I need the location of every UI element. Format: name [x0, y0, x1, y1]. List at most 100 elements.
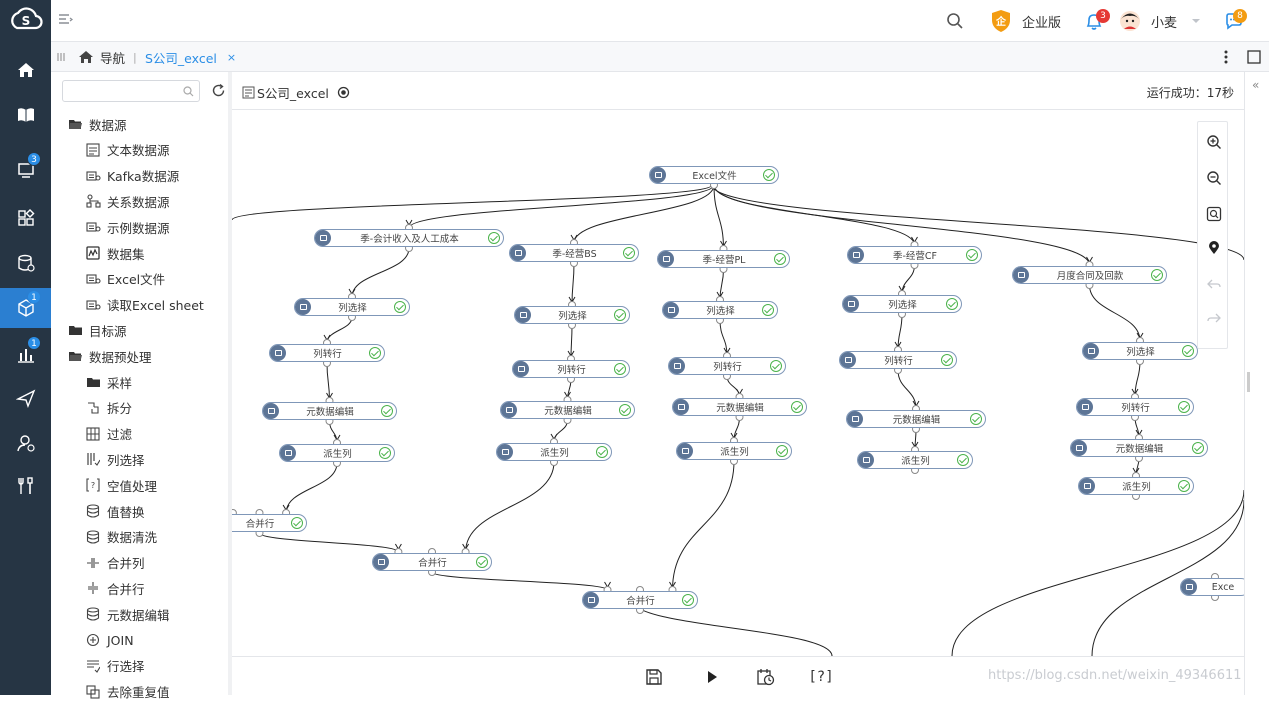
flow-node-bsm[interactable]: 元数据编辑 [500, 401, 635, 419]
flow-node-bst[interactable]: 列转行 [512, 360, 630, 378]
panel-resize-handle[interactable] [1247, 372, 1250, 392]
flow-settings-icon[interactable] [337, 86, 350, 99]
flow-node-mom[interactable]: 元数据编辑 [1070, 439, 1208, 457]
book-icon[interactable] [0, 95, 51, 135]
flow-node-cfc[interactable]: 列选择 [842, 295, 962, 313]
flow-edge-offscreen[interactable] [951, 489, 1244, 656]
flow-node-k1m[interactable]: 元数据编辑 [262, 402, 397, 420]
flow-node-mod[interactable]: 派生列 [1078, 477, 1194, 495]
tree-item[interactable]: 元数据编辑 [85, 604, 170, 624]
flow-edge[interactable] [901, 264, 915, 295]
flow-node-plt[interactable]: 列转行 [668, 357, 786, 375]
tree-item[interactable]: 拆分 [85, 398, 132, 418]
flow-node-exc2[interactable]: Exce [1180, 578, 1244, 596]
tree-item[interactable]: 过滤 [85, 424, 132, 444]
tree-item[interactable]: Excel文件 [85, 269, 165, 289]
flow-node-bs[interactable]: 季-经营BS [509, 244, 639, 262]
help-button[interactable]: [?] [808, 669, 834, 685]
flow-edge[interactable] [671, 460, 735, 591]
flow-edge-offscreen[interactable] [1091, 499, 1244, 656]
tree-item[interactable]: 列选择 [85, 449, 145, 469]
drag-handle-icon[interactable] [56, 42, 66, 72]
nav-home-tab[interactable]: 导航 [78, 42, 125, 72]
more-options-icon[interactable] [1224, 42, 1228, 72]
send-icon[interactable] [0, 378, 51, 418]
edition-switch[interactable]: 企 企业版 [990, 0, 1061, 42]
schedule-icon[interactable] [754, 665, 778, 689]
flow-node-k1[interactable]: 季-会计收入及人工成本 [314, 229, 504, 247]
tree-item[interactable]: 数据集 [85, 243, 145, 263]
tree-item[interactable]: ?空值处理 [85, 475, 157, 495]
flow-node-cfd[interactable]: 派生列 [857, 451, 973, 469]
tab-s-company-excel[interactable]: S公司_excel × [145, 42, 236, 72]
flow-edge[interactable] [465, 461, 555, 553]
save-icon[interactable] [642, 665, 666, 689]
tree-item[interactable]: 值替换 [85, 501, 145, 521]
flow-edge[interactable] [1089, 284, 1141, 342]
user-menu[interactable]: 小麦 [1119, 0, 1201, 42]
flow-node-pld[interactable]: 派生列 [676, 442, 792, 460]
flow-node-mrg1[interactable]: 合并行 [232, 514, 307, 532]
flow-node-moc[interactable]: 列选择 [1082, 342, 1198, 360]
flow-edge[interactable] [1134, 360, 1141, 398]
flow-node-mrg2[interactable]: 合并行 [372, 553, 492, 571]
tree-item[interactable]: 数据预处理 [67, 346, 152, 366]
flow-node-k1c[interactable]: 列选择 [294, 298, 410, 316]
notification-button[interactable] [1084, 0, 1104, 42]
flow-edge[interactable] [351, 247, 410, 298]
locate-pin-icon[interactable] [1198, 230, 1229, 266]
flow-node-cfm[interactable]: 元数据编辑 [846, 410, 986, 428]
apps-grid-icon[interactable] [0, 198, 51, 238]
flow-node-bsd[interactable]: 派生列 [496, 443, 612, 461]
flow-node-bsc[interactable]: 列选择 [514, 306, 630, 324]
flow-edge[interactable] [326, 362, 330, 402]
collapse-right-icon[interactable]: « [1252, 78, 1260, 92]
run-icon[interactable] [700, 665, 724, 689]
sidebar-scrollbar[interactable] [228, 72, 232, 695]
flow-edge[interactable] [431, 571, 609, 591]
zoom-out-icon[interactable] [1198, 160, 1229, 196]
search-input[interactable] [67, 81, 177, 101]
tree-item[interactable]: 读取Excel sheet [85, 295, 204, 315]
flow-node-excel[interactable]: Excel文件 [649, 166, 779, 184]
fit-view-icon[interactable] [1198, 196, 1229, 232]
tree-item[interactable]: 数据源 [67, 114, 127, 134]
cube-icon[interactable]: 1 [0, 288, 51, 328]
tree-item[interactable]: 合并列 [85, 553, 145, 573]
monitor-icon[interactable]: 3 [0, 150, 51, 190]
flow-node-cft[interactable]: 列转行 [839, 351, 957, 369]
tree-item[interactable]: JOIN [85, 630, 134, 650]
flow-node-k1t[interactable]: 列转行 [269, 344, 385, 362]
maximize-icon[interactable] [1247, 42, 1261, 72]
tree-item[interactable]: 目标源 [67, 320, 127, 340]
tab-close-icon[interactable]: × [226, 50, 237, 64]
zoom-in-icon[interactable] [1198, 124, 1229, 160]
flow-edge[interactable] [897, 369, 917, 410]
flow-edge[interactable] [713, 184, 1090, 266]
flow-edge[interactable] [408, 184, 715, 229]
flow-node-pl[interactable]: 季-经营PL [657, 250, 790, 268]
flow-node-plc[interactable]: 列选择 [662, 301, 778, 319]
database-settings-icon[interactable] [0, 243, 51, 283]
flow-edge[interactable] [713, 184, 724, 250]
bar-chart-icon[interactable]: 1 [0, 334, 51, 374]
app-logo-icon[interactable]: S [8, 4, 44, 36]
home-icon[interactable] [0, 50, 51, 90]
flow-edge[interactable] [326, 316, 353, 344]
menu-toggle-icon[interactable] [57, 12, 73, 28]
tree-item[interactable]: 关系数据源 [85, 191, 170, 211]
tree-item[interactable]: 行选择 [85, 656, 145, 676]
tree-item[interactable]: 去除重复值 [85, 682, 170, 702]
flow-canvas[interactable]: Excel文件季-会计收入及人工成本列选择列转行元数据编辑派生列合并行季-经营B… [232, 110, 1244, 656]
flow-edge[interactable] [259, 532, 399, 553]
flow-node-cf[interactable]: 季-经营CF [847, 246, 982, 264]
tree-item[interactable]: 合并行 [85, 578, 145, 598]
tree-item[interactable]: 数据清洗 [85, 527, 157, 547]
tree-item[interactable]: 文本数据源 [85, 140, 170, 160]
flow-edge-offscreen[interactable] [232, 184, 713, 221]
tree-item[interactable]: 示例数据源 [85, 217, 170, 237]
flow-edge[interactable] [285, 462, 338, 514]
flow-node-mrg3[interactable]: 合并行 [582, 591, 698, 609]
user-settings-icon[interactable] [0, 423, 51, 463]
redo-icon[interactable] [1198, 300, 1229, 336]
